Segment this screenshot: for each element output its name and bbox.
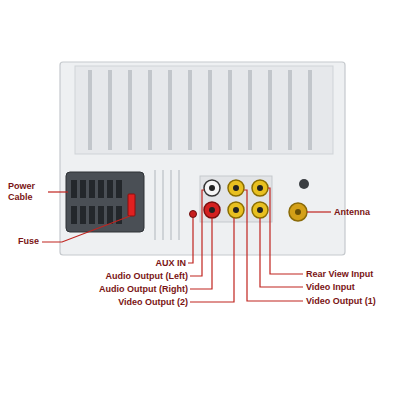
leader-lines — [42, 188, 331, 302]
callout-label: Power Cable — [8, 181, 48, 203]
callout-label: Rear View Input — [306, 269, 398, 280]
callout-label: Antenna — [334, 207, 398, 218]
callout-label: Audio Output (Left) — [60, 271, 188, 282]
antenna-pin — [295, 209, 301, 215]
screw-hole — [299, 179, 309, 189]
callout-label: Fuse — [18, 236, 48, 247]
vent-slots — [155, 170, 179, 240]
callout-label: Video Output (1) — [306, 296, 398, 307]
rca-jacks — [204, 180, 268, 218]
callout-label: AUX IN — [60, 258, 186, 269]
power-connector — [66, 172, 144, 232]
antenna-jack — [289, 203, 307, 221]
connector-pins — [71, 180, 122, 224]
callout-label: Video Input — [306, 282, 398, 293]
callout-label: Video Output (2) — [60, 297, 188, 308]
callout-label: Audio Output (Right) — [60, 284, 188, 295]
fin-area — [75, 66, 333, 154]
aux-jack — [190, 211, 197, 218]
fuse — [128, 194, 135, 216]
cooling-fins — [90, 70, 310, 150]
rca-plate — [200, 176, 272, 222]
